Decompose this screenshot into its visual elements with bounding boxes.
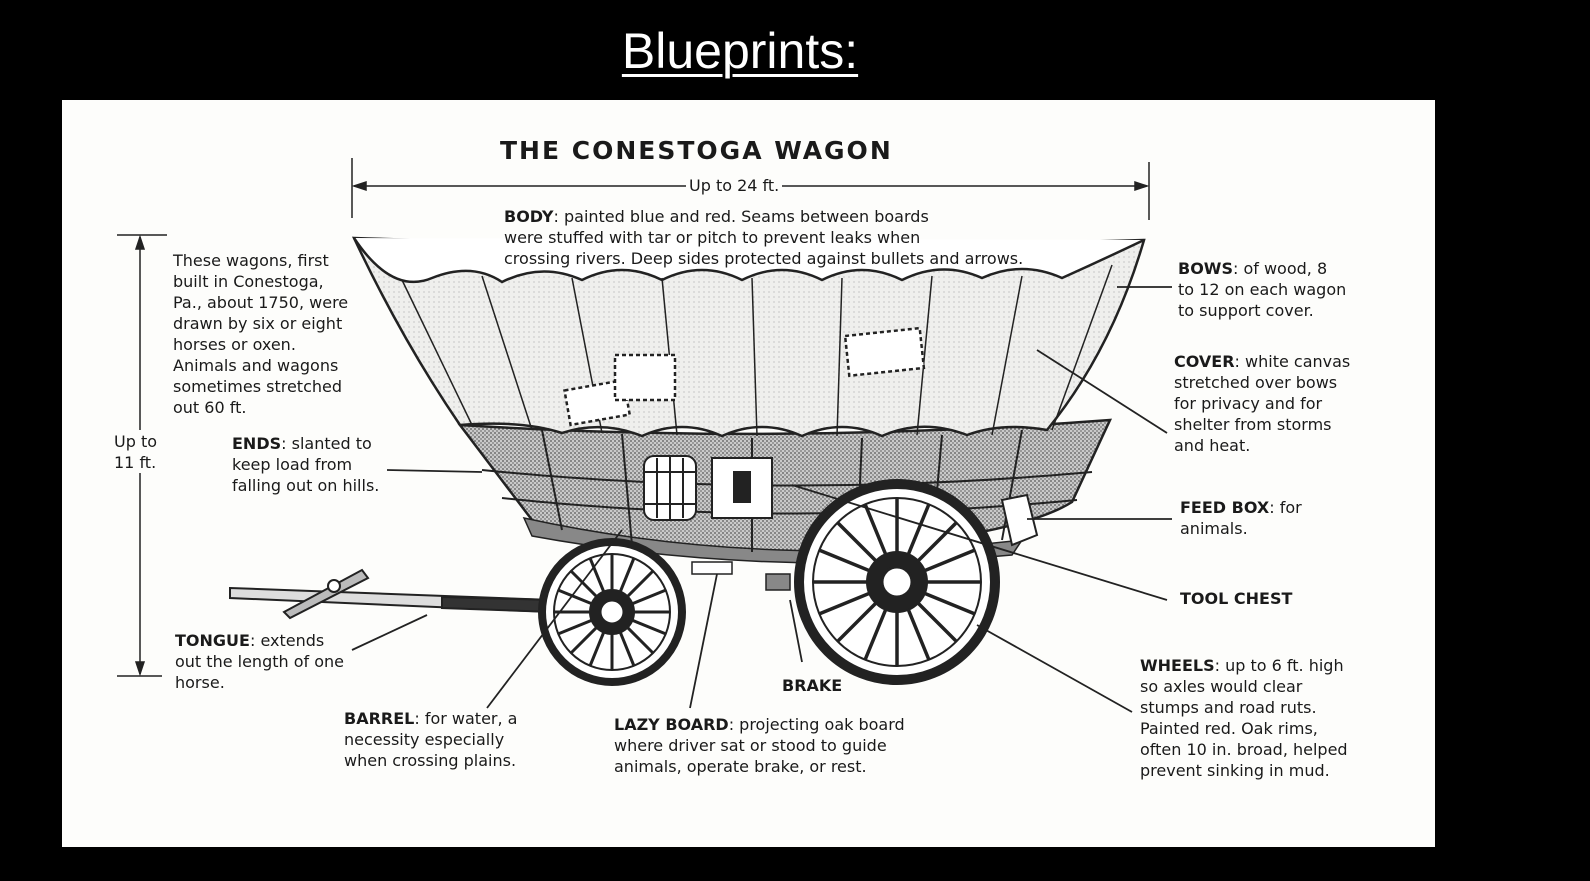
bows-label: BOWS: of wood, 8 to 12 on each wagon to …	[1178, 259, 1347, 320]
barrel-shape	[643, 455, 697, 521]
lazy-board-label: LAZY BOARD: projecting oak board where d…	[614, 715, 905, 776]
slide-title: Blueprints:	[621, 23, 859, 79]
barrel-label: BARREL: for water, a necessity especiall…	[344, 709, 518, 770]
lazy-board-shape	[691, 561, 733, 575]
intro-text: These wagons, first built in Conestoga, …	[173, 251, 349, 417]
tool-chest-shape	[711, 457, 773, 519]
tongue-shape	[229, 568, 553, 620]
brake-label: BRAKE	[782, 676, 843, 695]
height-dimension-line	[117, 234, 167, 677]
front-wheel-shape	[538, 538, 686, 686]
wagon-diagram	[117, 158, 1172, 713]
wheels-label: WHEELS: up to 6 ft. high so axles would …	[1140, 656, 1348, 780]
tongue-label: TONGUE: extends out the length of one ho…	[175, 631, 344, 692]
blueprint-panel: THE CONESTOGA WAGON Up to 24 ft. Up to 1…	[62, 100, 1435, 847]
rear-wheel-shape	[794, 479, 1000, 685]
leader-lines	[351, 286, 1172, 713]
ends-label: ENDS: slanted to keep load from falling …	[232, 434, 380, 495]
tool-chest-label: TOOL CHEST	[1180, 589, 1293, 608]
feed-box-shape	[1000, 493, 1039, 547]
diagram-title: THE CONESTOGA WAGON	[500, 136, 893, 165]
height-dimension-label: Up to 11 ft.	[114, 431, 158, 473]
body-label: BODY: painted blue and red. Seams betwee…	[504, 207, 1024, 268]
length-dimension-label: Up to 24 ft.	[686, 176, 783, 195]
canvas-cover-shape	[351, 236, 1146, 438]
cover-label: COVER: white canvas stretched over bows …	[1174, 352, 1351, 455]
brake-shape	[765, 573, 791, 591]
feed-box-label: FEED BOX: for animals.	[1180, 498, 1302, 538]
